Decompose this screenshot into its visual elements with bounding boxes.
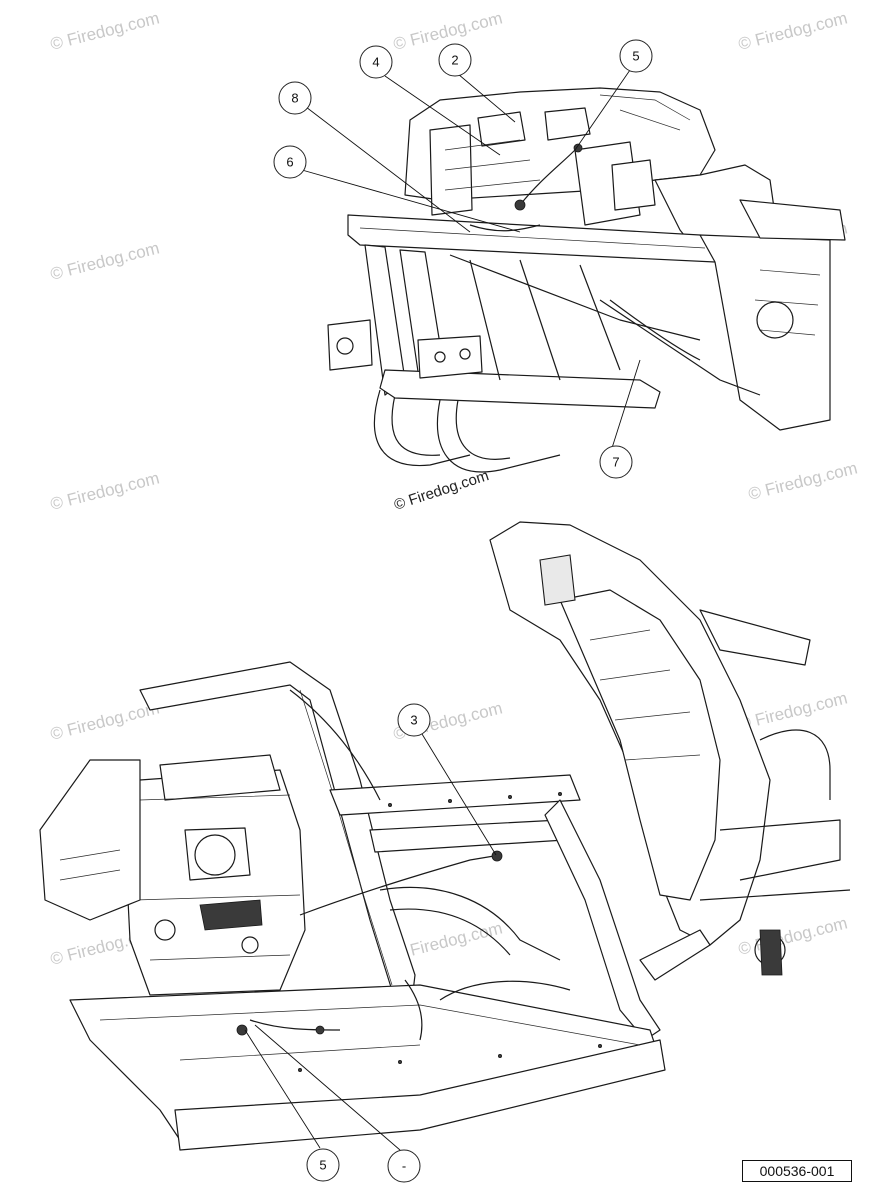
svg-text:2: 2 bbox=[451, 53, 458, 68]
svg-text:4: 4 bbox=[372, 55, 379, 70]
callout-dash: - bbox=[387, 1149, 421, 1183]
watermark: © Firedog.com bbox=[48, 698, 161, 743]
callout-2: 2 bbox=[438, 43, 472, 77]
svg-text:3: 3 bbox=[410, 713, 417, 728]
svg-text:8: 8 bbox=[291, 91, 298, 106]
bottom-callouts: 3 5 - bbox=[244, 703, 497, 1183]
watermark: © Firedog.com bbox=[48, 238, 161, 283]
callout-4: 4 bbox=[359, 45, 393, 79]
top-callouts: 4 2 5 8 6 7 bbox=[273, 39, 653, 479]
callout-3: 3 bbox=[397, 703, 431, 737]
watermark: © Firedog.com bbox=[736, 8, 849, 53]
svg-text:-: - bbox=[402, 1159, 406, 1174]
svg-text:5: 5 bbox=[319, 1158, 326, 1173]
callout-5-bottom: 5 bbox=[306, 1148, 340, 1182]
svg-text:6: 6 bbox=[286, 155, 293, 170]
svg-text:7: 7 bbox=[612, 455, 619, 470]
center-watermark: © Firedog.com bbox=[392, 467, 491, 514]
bottom-assembly-drawing bbox=[39, 521, 851, 1151]
watermark: © Firedog.com bbox=[48, 8, 161, 53]
svg-text:5: 5 bbox=[632, 49, 639, 64]
callout-5: 5 bbox=[619, 39, 653, 73]
callout-8: 8 bbox=[278, 81, 312, 115]
watermark: © Firedog.com bbox=[736, 688, 849, 733]
watermark: © Firedog.com bbox=[736, 913, 849, 958]
callout-6: 6 bbox=[273, 145, 307, 179]
watermark: © Firedog.com bbox=[746, 458, 859, 503]
watermark: © Firedog.com bbox=[48, 468, 161, 513]
callout-7: 7 bbox=[599, 445, 633, 479]
top-assembly-drawing bbox=[327, 87, 846, 473]
part-number-label: 000536-001 bbox=[742, 1160, 852, 1182]
